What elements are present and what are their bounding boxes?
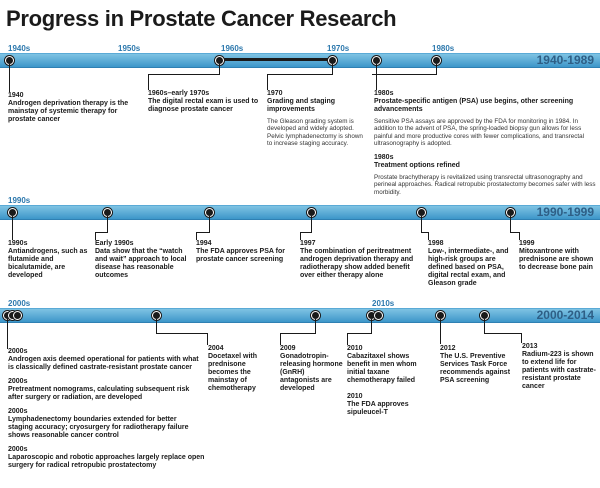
decade-label: 1950s (118, 44, 141, 53)
decade-label: 1990s (8, 196, 31, 205)
decade-label: 1960s (221, 44, 244, 53)
timeline-dot (13, 311, 22, 320)
era-label: 2000-2014 (536, 308, 594, 322)
timeline-band-2 (0, 205, 600, 220)
timeline-band-3 (0, 308, 600, 323)
range-bar (219, 58, 331, 61)
era-label: 1940-1989 (536, 53, 594, 67)
decade-label: 1940s (8, 44, 31, 53)
decade-label: 2010s (372, 299, 395, 308)
decade-label: 1980s (432, 44, 455, 53)
era-label: 1990-1999 (536, 205, 594, 219)
decade-label: 2000s (8, 299, 31, 308)
page-title: Progress in Prostate Cancer Research (6, 6, 397, 31)
timeline-dot (374, 311, 383, 320)
decade-label: 1970s (327, 44, 350, 53)
